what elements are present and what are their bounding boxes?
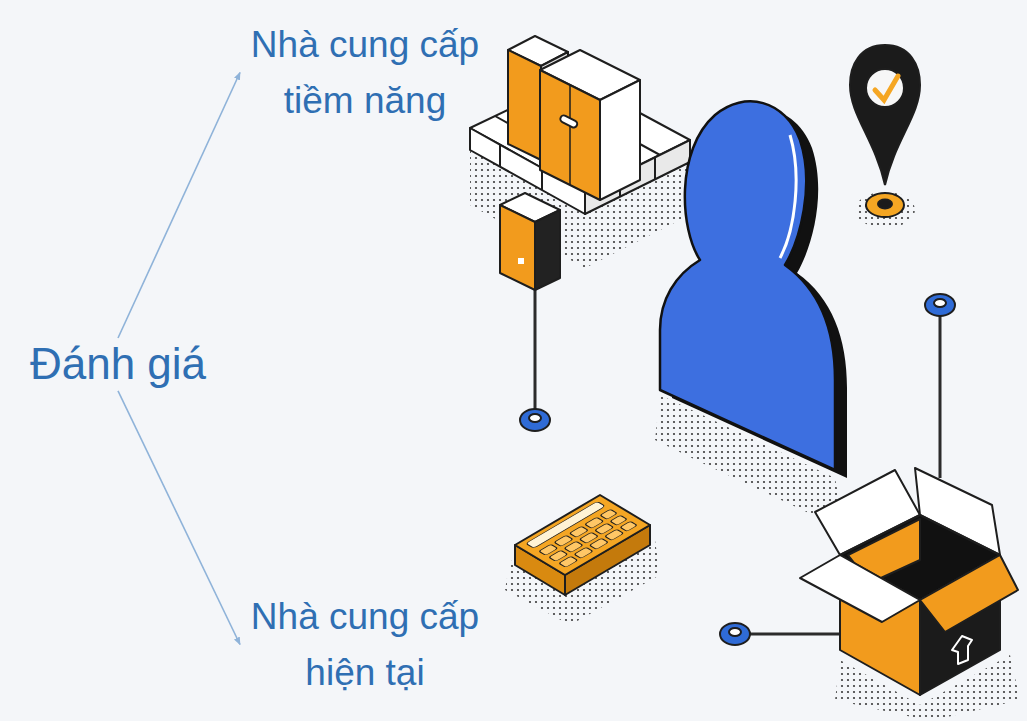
calculator-icon: [605, 529, 624, 540]
pallet-boxes: [518, 258, 524, 264]
open-box: [800, 468, 1020, 721]
pallet-boxes: [508, 50, 541, 160]
open-box: [920, 555, 1018, 632]
location-pin: [878, 200, 892, 209]
location-pin: [875, 76, 898, 100]
connector-arrow: [118, 391, 240, 645]
wire-knob: [934, 299, 946, 307]
calculator-icon: [515, 495, 650, 575]
location-pin: [850, 45, 920, 228]
pallet-boxes: [559, 114, 578, 128]
location-pin: [850, 45, 920, 185]
open-box: [952, 636, 972, 664]
node-text: Đánh giá: [18, 338, 218, 391]
person-figure: [655, 101, 847, 530]
calculator-icon: [505, 495, 660, 625]
pallet-boxes: [499, 145, 501, 167]
location-pin: [866, 69, 904, 107]
wire-knob: [529, 414, 541, 422]
pallet-boxes: [470, 36, 690, 290]
pallet-boxes: [500, 205, 535, 290]
open-box: [800, 555, 920, 622]
wire-knob: [720, 623, 750, 645]
location-pin: [855, 192, 915, 228]
pallet-boxes: [654, 157, 656, 179]
illustration-wire: [742, 633, 845, 636]
pallet-boxes: [535, 210, 560, 290]
calculator-icon: [574, 547, 593, 558]
calculator-icon: [526, 501, 605, 548]
evaluation-label: Đánh giá: [18, 338, 218, 391]
pallet-boxes: [569, 85, 571, 185]
person-figure: [780, 135, 796, 258]
location-pin: [866, 193, 904, 217]
wire-knob: [925, 294, 955, 316]
illustration-wire: [939, 312, 942, 478]
supplier-label: Nhà cung cấp tiềm năng: [240, 17, 490, 128]
connector-arrow: [118, 73, 240, 339]
supplier-label: Nhà cung cấp hiện tại: [240, 589, 490, 700]
wire-knob: [729, 628, 741, 636]
calculator-icon: [620, 521, 637, 531]
illustration-wire: [534, 288, 537, 412]
wire-knob: [520, 409, 550, 431]
calculator-icon: [610, 515, 627, 525]
calculator-icon: [600, 509, 617, 519]
calculator-icon: [526, 501, 637, 567]
person-figure: [660, 101, 835, 470]
calculator-icon: [559, 556, 578, 567]
pallet-boxes: [600, 80, 640, 200]
node-text: Nhà cung cấp tiềm năng: [240, 17, 490, 128]
calculator-icon: [589, 538, 608, 549]
node-text: Nhà cung cấp hiện tại: [240, 589, 490, 700]
pallet-boxes: [540, 70, 600, 200]
